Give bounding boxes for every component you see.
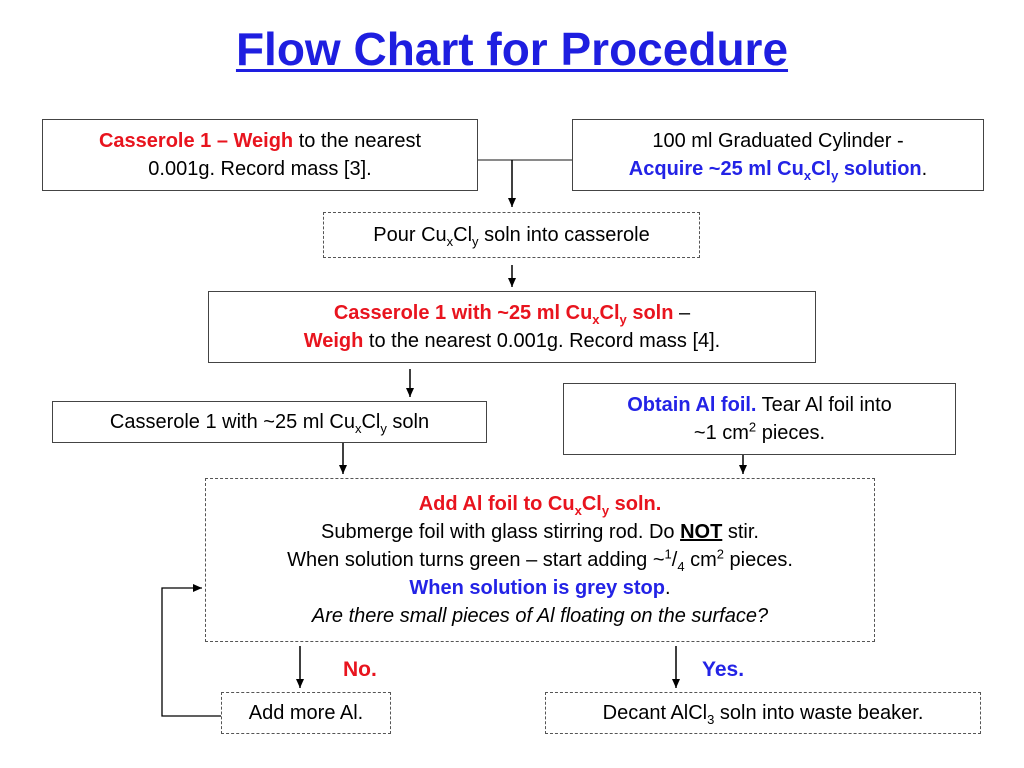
box-casserole-solution: Casserole 1 with ~25 ml CuxCly soln [52,401,487,443]
weigh-with-solution-label: Casserole 1 with ~25 ml CuxCly soln [333,302,674,327]
label-no: No. [343,658,377,681]
graduated-cylinder-text: 100 ml Graduated Cylinder - [652,130,904,152]
box-pour-solution: Pour CuxCly soln into casserole [323,212,700,258]
period: . [921,158,928,180]
question-text: Are there small pieces of Al floating on… [311,605,769,627]
decant-text: Decant AlCl3 soln into waste beaker. [602,702,924,727]
box-add-more-al: Add more Al. [221,692,391,734]
acquire-solution-label: Acquire ~25 ml CuxCly solution [628,158,922,183]
box-weigh-casserole: Casserole 1 – Weigh to the nearest 0.001… [42,119,478,191]
submerge-text: Submerge foil with glass stirring rod. D… [321,521,759,543]
box-decant: Decant AlCl3 soln into waste beaker. [545,692,981,734]
box-add-foil: Add Al foil to CuxCly soln. Submerge foi… [205,478,875,642]
weigh-with-solution-text: to the nearest 0.001g. Record mass [4]. [363,330,721,352]
not-emphasis: NOT [680,521,723,543]
casserole-solution-text: Casserole 1 with ~25 ml CuxCly soln [109,411,430,436]
page-title: Flow Chart for Procedure [235,23,789,75]
foil-pieces-text: ~1 cm2 pieces. [693,419,826,444]
add-more-al-text: Add more Al. [248,702,364,724]
weigh-label: Weigh [303,330,364,352]
grey-stop-label: When solution is grey stop [409,577,665,599]
weigh-casserole-label: Casserole 1 – Weigh [98,130,294,152]
weigh-casserole-text-2: 0.001g. Record mass [3]. [148,158,372,180]
loop-back-arrow [161,584,221,717]
weigh-casserole-text: to the nearest [293,130,422,152]
obtain-foil-label: Obtain Al foil. [627,394,757,416]
box-graduated-cylinder: 100 ml Graduated Cylinder - Acquire ~25 … [572,119,984,191]
green-solution-text: When solution turns green – start adding… [287,546,793,574]
label-yes: Yes. [702,658,745,681]
add-foil-label: Add Al foil to CuxCly soln. [418,493,662,518]
box-weigh-with-solution: Casserole 1 with ~25 ml CuxCly soln – We… [208,291,816,363]
box-obtain-foil: Obtain Al foil. Tear Al foil into ~1 cm2… [563,383,956,455]
tear-foil-text: Tear Al foil into [756,394,892,416]
pour-solution-text: Pour CuxCly soln into casserole [373,224,650,249]
